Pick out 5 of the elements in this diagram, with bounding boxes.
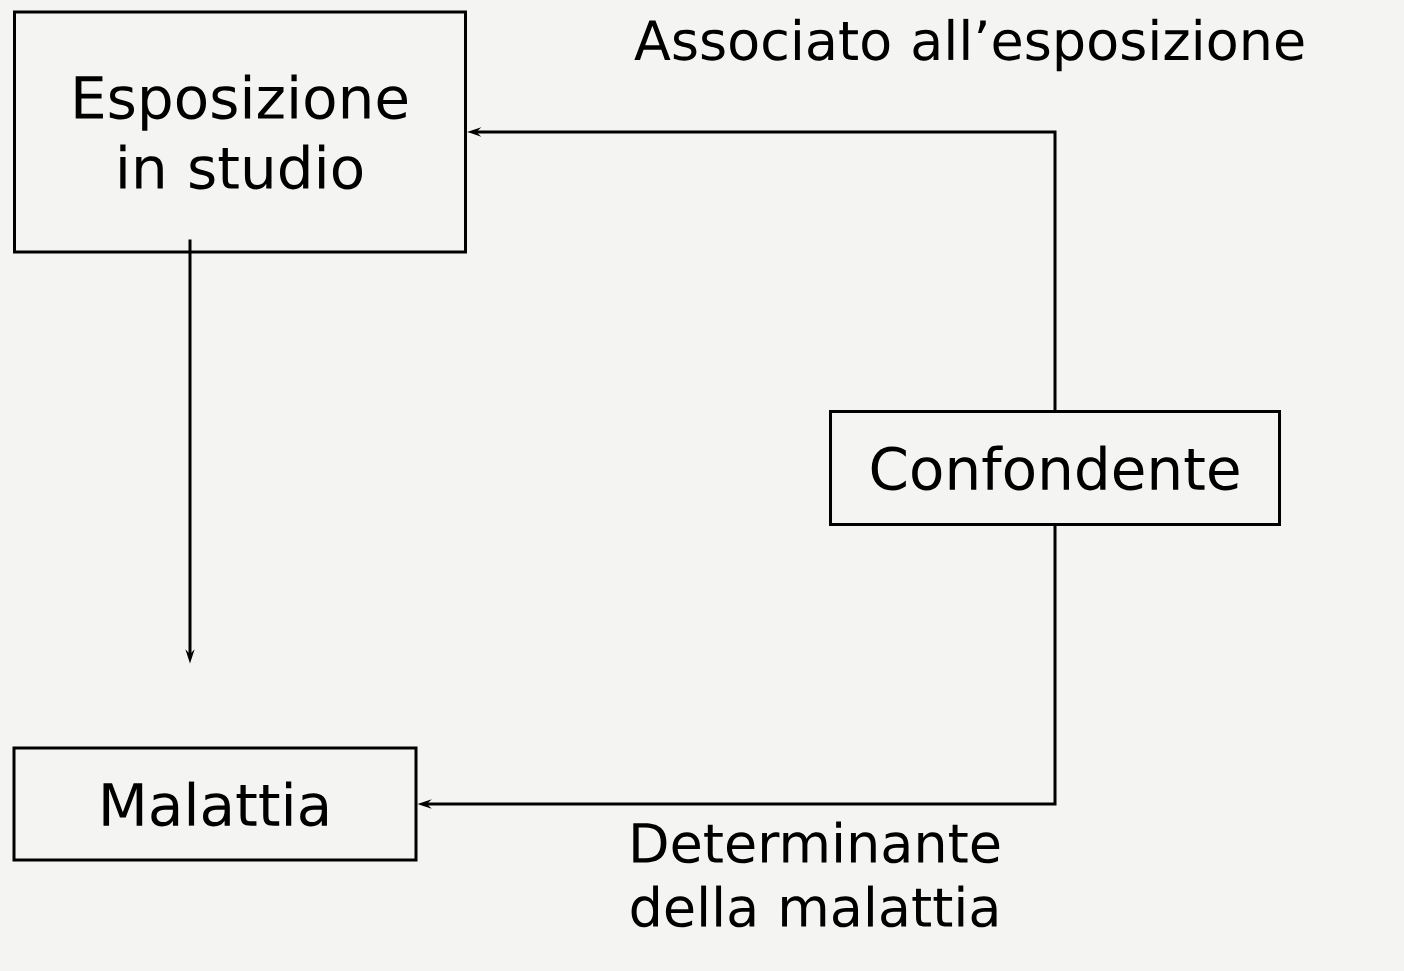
edge-label: Determinante della malattia <box>631 821 1000 928</box>
edge-label: Associato all’esposizione <box>634 18 1304 72</box>
text-box: Malattia <box>12 746 418 862</box>
text-box: Esposizione in studio <box>13 10 467 254</box>
text-box: Confondente <box>829 410 1281 526</box>
